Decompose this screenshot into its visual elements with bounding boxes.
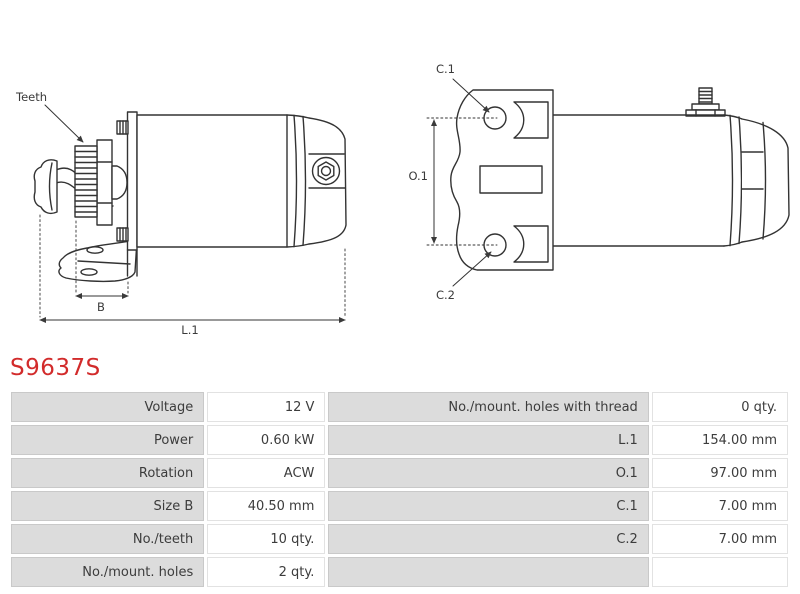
spec-label-cell: No./mount. holes — [11, 557, 205, 587]
dim-b-label: B — [97, 300, 105, 314]
spec-label-cell: Power — [11, 425, 205, 455]
dim-c2-label: C.2 — [436, 288, 455, 302]
spec-label-cell — [328, 557, 649, 587]
spec-label-cell: Rotation — [11, 458, 205, 488]
part-number-title: S9637S — [10, 355, 101, 381]
spec-label-cell: Size B — [11, 491, 205, 521]
spec-value-cell: 40.50 mm — [207, 491, 326, 521]
spec-label-cell: O.1 — [328, 458, 649, 488]
dim-l1-label: L.1 — [181, 323, 198, 337]
spec-value-cell: 2 qty. — [207, 557, 326, 587]
spec-value-cell: 0 qty. — [651, 392, 788, 422]
spec-value-cell: 7.00 mm — [651, 524, 788, 554]
spec-value-cell — [651, 557, 788, 587]
dim-o1-label: O.1 — [408, 169, 428, 183]
spec-label-cell: No./mount. holes with thread — [328, 392, 649, 422]
spec-value-cell: 154.00 mm — [651, 425, 788, 455]
spec-value-cell: 0.60 kW — [207, 425, 326, 455]
teeth-label: Teeth — [15, 90, 47, 104]
spec-label-cell: C.2 — [328, 524, 649, 554]
starter-flange-view: O.1 C.1 C.2 — [408, 62, 790, 302]
spec-value-cell: 12 V — [207, 392, 326, 422]
dim-c1-label: C.1 — [436, 62, 455, 76]
spec-value-cell: 10 qty. — [207, 524, 326, 554]
spec-label-cell: C.1 — [328, 491, 649, 521]
spec-label-cell: Voltage — [11, 392, 205, 422]
spec-value-cell: 97.00 mm — [651, 458, 788, 488]
spec-value-cell: ACW — [207, 458, 326, 488]
technical-drawing: Teeth B L.1 — [15, 62, 790, 337]
spec-value-cell: 7.00 mm — [651, 491, 788, 521]
starter-side-view: Teeth B L.1 — [15, 90, 347, 337]
spec-label-cell: L.1 — [328, 425, 649, 455]
spec-label-cell: No./teeth — [11, 524, 205, 554]
